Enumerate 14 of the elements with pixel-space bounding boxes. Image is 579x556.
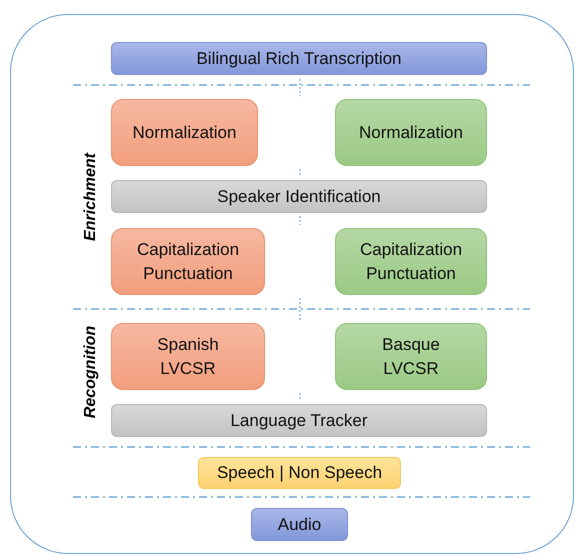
layer-bar: Language Tracker xyxy=(111,404,487,437)
rounded-frame xyxy=(10,14,574,554)
layer-bar: Bilingual Rich Transcription xyxy=(111,42,487,75)
module-box: Audio xyxy=(251,508,348,541)
section-label: Enrichment xyxy=(82,153,100,241)
module-box: Speech | Non Speech xyxy=(198,457,401,489)
module-box: Normalization xyxy=(111,99,258,166)
module-box: Spanish LVCSR xyxy=(111,323,265,390)
section-label: Recognition xyxy=(82,326,100,418)
module-box: Normalization xyxy=(335,99,487,166)
module-box: Capitalization Punctuation xyxy=(335,228,487,295)
module-box: Capitalization Punctuation xyxy=(111,228,265,295)
layer-bar: Speaker Identification xyxy=(111,180,487,213)
module-box: Basque LVCSR xyxy=(335,323,487,390)
